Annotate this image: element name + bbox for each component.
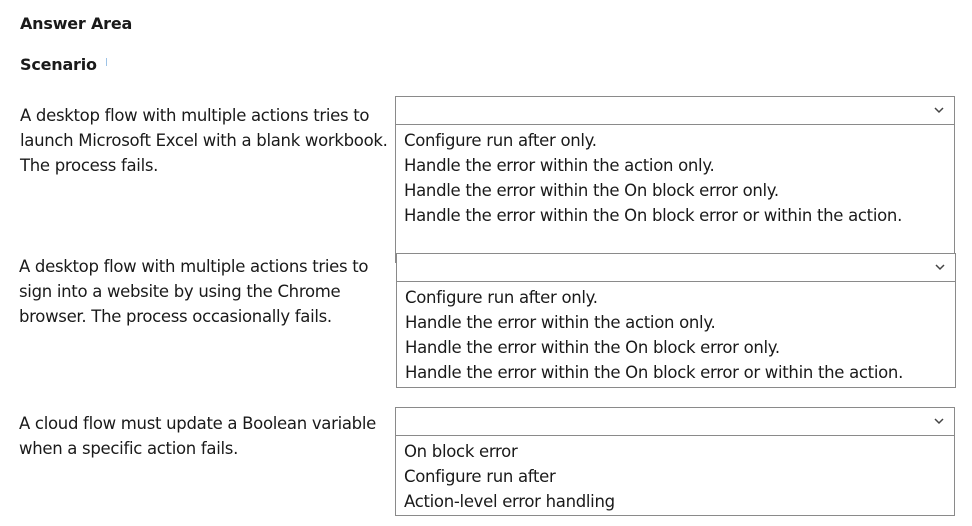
scenario-3-dropdown[interactable]: On block error Configure run after Actio…	[395, 407, 955, 516]
scenario-2-option[interactable]: Configure run after only.	[405, 288, 598, 307]
scenario-3-options: On block error Configure run after Actio…	[395, 436, 955, 516]
scenario-2-option[interactable]: Handle the error within the action only.	[405, 313, 716, 332]
scenario-1-option[interactable]: Handle the error within the On block err…	[404, 206, 903, 225]
scenario-2-select[interactable]	[396, 253, 956, 282]
scenario-3-select[interactable]	[395, 407, 955, 436]
chevron-down-icon[interactable]	[934, 259, 946, 275]
scenario-2-text: A desktop flow with multiple actions tri…	[19, 257, 369, 326]
scenario-2-option[interactable]: Handle the error within the On block err…	[405, 338, 780, 357]
scenario-1-select[interactable]	[395, 96, 955, 125]
scenario-1-options: Configure run after only. Handle the err…	[395, 125, 955, 263]
answer-area-title: Answer Area	[20, 14, 133, 33]
scenario-2-options: Configure run after only. Handle the err…	[396, 282, 956, 388]
scenario-1-option[interactable]: Handle the error within the On block err…	[404, 181, 779, 200]
scenario-1-text: A desktop flow with multiple actions tri…	[20, 106, 388, 175]
scenario-2-dropdown[interactable]: Configure run after only. Handle the err…	[396, 253, 956, 388]
chevron-down-icon[interactable]	[933, 102, 945, 118]
scenario-1-option[interactable]: Configure run after only.	[404, 131, 597, 150]
scenario-heading: Scenario	[20, 55, 97, 74]
scenario-2-option[interactable]: Handle the error within the On block err…	[405, 363, 904, 382]
scenario-1-option[interactable]: Handle the error within the action only.	[404, 156, 715, 175]
text-cursor-mark	[106, 58, 107, 66]
chevron-down-icon[interactable]	[933, 413, 945, 429]
scenario-1-dropdown[interactable]: Configure run after only. Handle the err…	[395, 96, 955, 263]
scenario-3-option[interactable]: Action-level error handling	[404, 492, 615, 511]
scenario-3-option[interactable]: Configure run after	[404, 467, 556, 486]
scenario-3-text: A cloud flow must update a Boolean varia…	[19, 414, 376, 458]
scenario-3-option[interactable]: On block error	[404, 442, 518, 461]
